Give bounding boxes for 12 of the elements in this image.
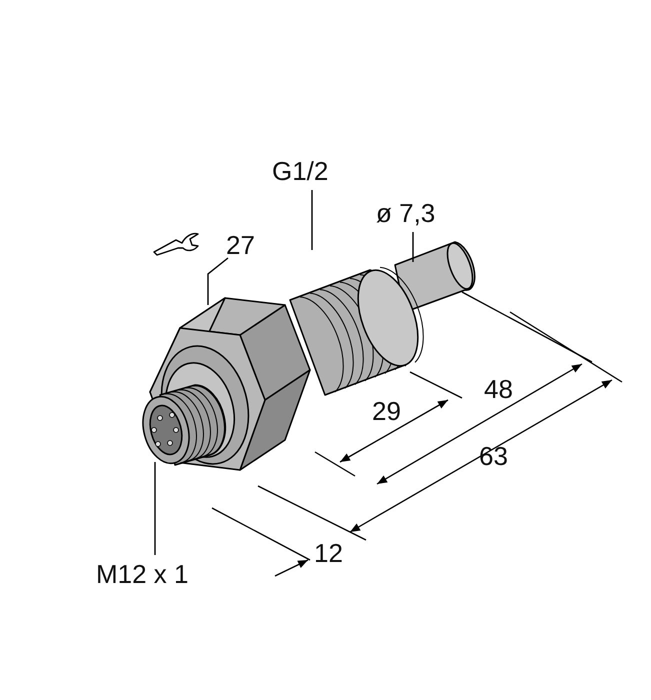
leader-line xyxy=(311,190,313,250)
callout-label: G1/2 xyxy=(272,158,328,184)
callout-label: M12 x 1 xyxy=(96,561,188,587)
callout-label: 27 xyxy=(226,232,255,258)
dimension-value: 29 xyxy=(372,398,401,424)
dimension-value: 12 xyxy=(314,540,343,566)
leader-line xyxy=(207,257,228,305)
dimension-value: 63 xyxy=(479,443,508,469)
callout-label: ø 7,3 xyxy=(376,200,436,226)
leader-line xyxy=(154,462,156,555)
dimension-value: 48 xyxy=(484,376,513,402)
leader-line xyxy=(412,232,414,262)
